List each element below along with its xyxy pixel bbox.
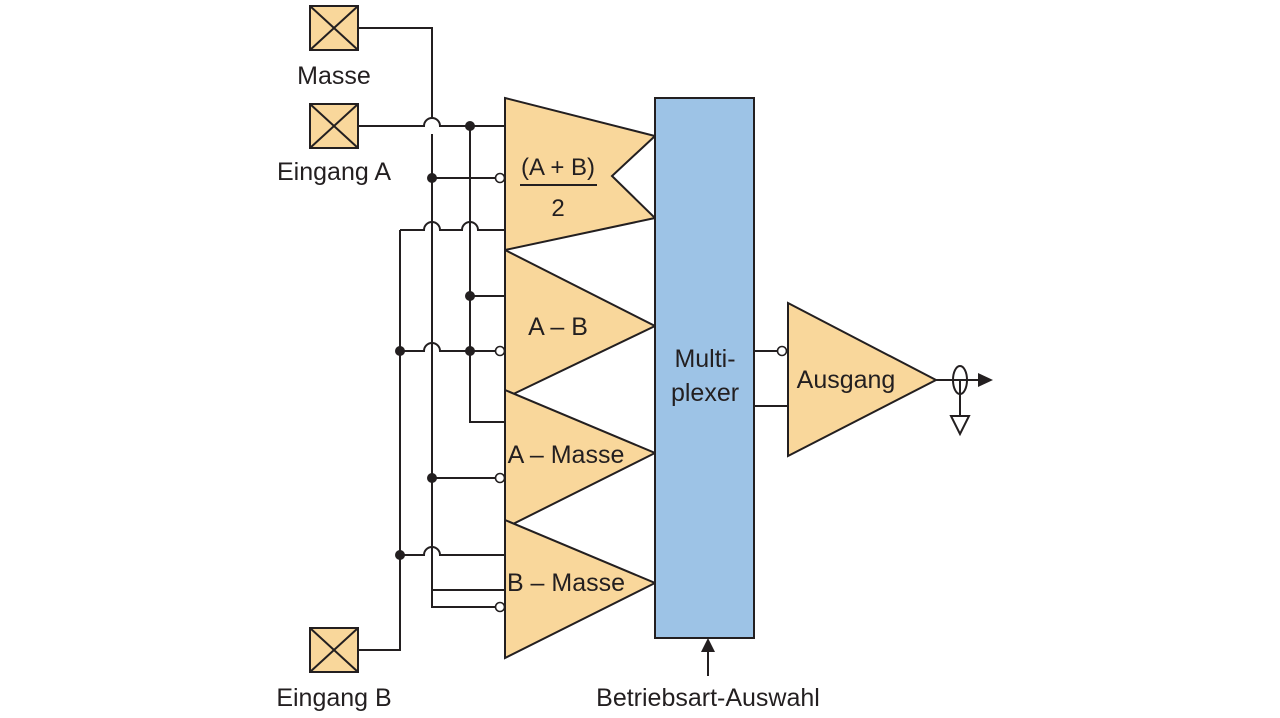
b-minus-masse-label: B – Masse xyxy=(507,569,625,597)
a-minus-masse-label: A – Masse xyxy=(508,441,625,469)
amplifier-output xyxy=(787,301,939,458)
amplifier-a-minus-b xyxy=(504,248,658,400)
mode-select-label: Betriebsart-Auswahl xyxy=(596,684,820,712)
masse-pad xyxy=(309,5,359,51)
wiring xyxy=(358,27,993,676)
amplifier-a-minus-masse xyxy=(504,388,658,530)
junction-dot xyxy=(427,173,437,183)
inverting-input-marker xyxy=(494,172,506,184)
multiplexer-block xyxy=(654,97,755,639)
inverting-input-marker xyxy=(494,345,506,357)
junction-dot xyxy=(427,473,437,483)
multiplexer-label-line1: Multi- xyxy=(674,345,735,373)
inverting-input-marker xyxy=(776,345,788,357)
eingang-a-label: Eingang A xyxy=(277,158,391,186)
masse-label: Masse xyxy=(297,62,371,90)
inverting-input-marker xyxy=(494,472,506,484)
eingang-a-pad xyxy=(309,103,359,149)
junction-dot xyxy=(395,346,405,356)
amplifier-sum xyxy=(504,96,658,252)
output-arrowhead xyxy=(978,373,993,387)
junctions xyxy=(395,121,475,560)
sum-numerator-label: (A + B) xyxy=(521,154,595,181)
eingang-b-label: Eingang B xyxy=(276,684,391,712)
junction-dot xyxy=(465,346,475,356)
junction-dot xyxy=(395,550,405,560)
a-minus-b-label: A – B xyxy=(528,313,588,341)
output-label: Ausgang xyxy=(797,366,896,394)
junction-dot xyxy=(465,121,475,131)
multiplexer-label-line2: plexer xyxy=(671,379,739,407)
amplifier-b-minus-masse xyxy=(504,518,658,660)
inverting-input-marker xyxy=(494,601,506,613)
output-jack xyxy=(952,365,968,395)
ground-symbol xyxy=(949,415,971,437)
eingang-b-pad xyxy=(309,627,359,673)
sum-denominator-label: 2 xyxy=(551,195,564,222)
junction-dot xyxy=(465,291,475,301)
mode-select-arrowhead xyxy=(701,638,715,652)
